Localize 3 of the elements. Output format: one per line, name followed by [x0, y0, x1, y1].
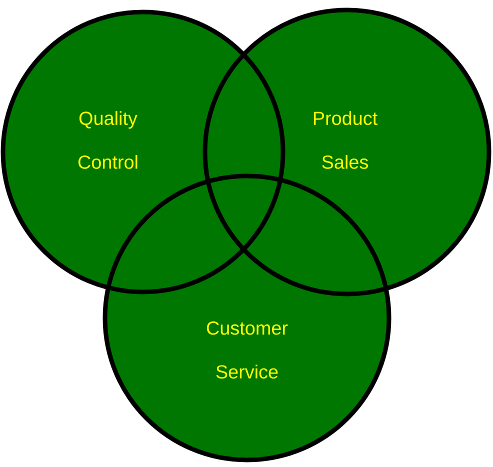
- circle-label: Customer Service: [206, 321, 288, 379]
- circle-label: Quality Control: [78, 111, 138, 169]
- circle-label: Product Sales: [314, 111, 378, 169]
